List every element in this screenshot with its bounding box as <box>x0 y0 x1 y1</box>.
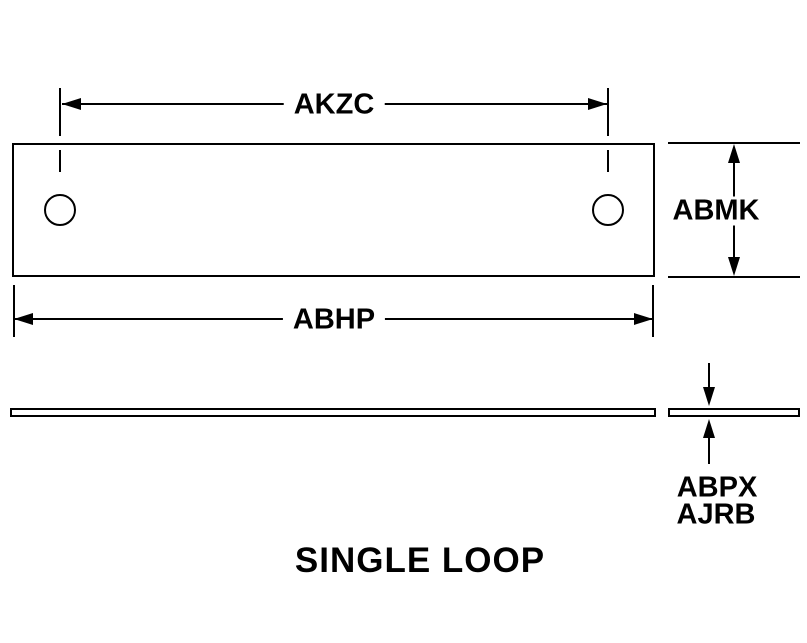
dimension-label-abmk: ABMK <box>662 196 770 226</box>
arrowhead-right-icon <box>588 98 607 110</box>
arrowhead-right-icon <box>634 313 653 325</box>
extension-line-abmk-top <box>668 142 800 144</box>
center-line-right-hole <box>607 150 609 172</box>
arrowhead-left-icon <box>62 98 81 110</box>
extension-line-abmk-bottom <box>668 276 800 278</box>
extension-line-left-hole <box>59 88 61 136</box>
plate-front-view <box>12 143 655 277</box>
arrowhead-down-icon <box>728 257 740 276</box>
dimension-label-abhp: ABHP <box>282 305 386 335</box>
arrowhead-down-icon <box>703 387 715 406</box>
diagram-title: SINGLE LOOP <box>294 541 546 580</box>
dimension-label-abpx: ABPX <box>676 471 758 504</box>
hole-right <box>592 194 624 226</box>
extension-line-abhp-left <box>13 285 15 337</box>
leader-line-thickness-top <box>708 363 710 391</box>
hole-left <box>44 194 76 226</box>
arrowhead-left-icon <box>14 313 33 325</box>
plate-side-view-right-segment <box>668 408 800 417</box>
leader-line-thickness-bottom <box>708 436 710 464</box>
plate-side-view <box>10 408 656 417</box>
extension-line-abhp-right <box>652 285 654 337</box>
dimension-label-akzc: AKZC <box>283 90 385 120</box>
arrowhead-up-icon <box>703 419 715 438</box>
center-line-left-hole <box>59 150 61 172</box>
arrowhead-up-icon <box>728 144 740 163</box>
extension-line-right-hole <box>607 88 609 136</box>
dimension-label-ajrb: AJRB <box>676 498 756 531</box>
